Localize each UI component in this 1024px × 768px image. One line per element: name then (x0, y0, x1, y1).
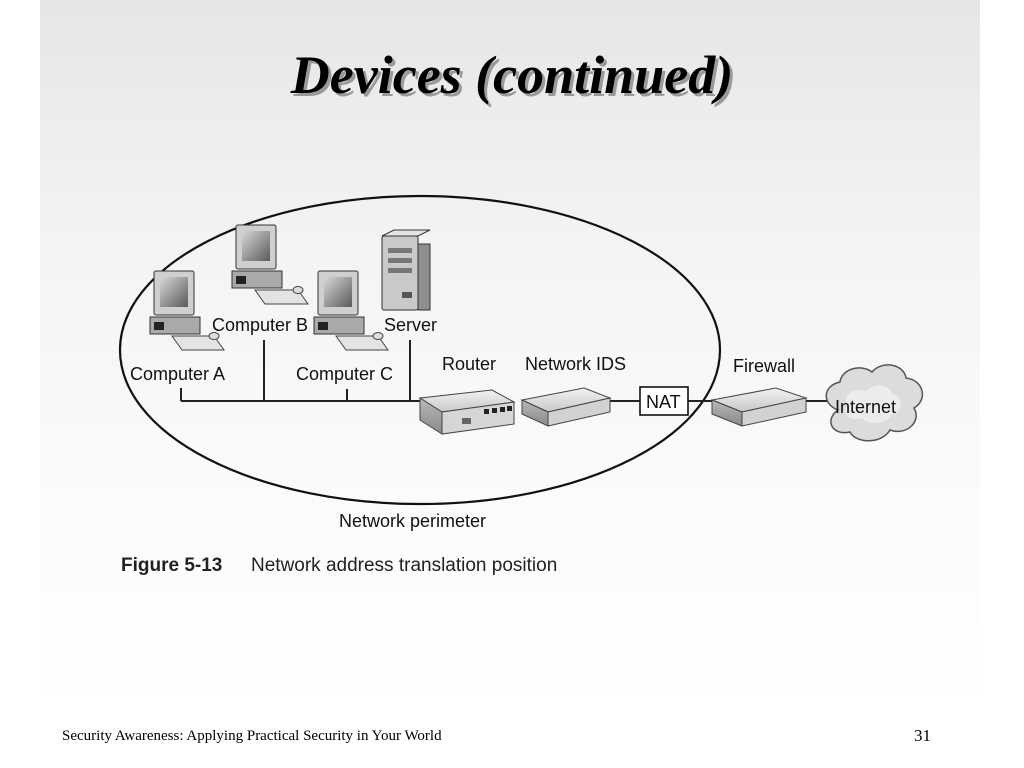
router-label: Router (442, 354, 496, 374)
slide-footer: Security Awareness: Applying Practical S… (62, 728, 442, 744)
internet-cloud-icon (825, 364, 924, 442)
computer-a-icon (149, 270, 225, 351)
firewall-label: Firewall (733, 356, 795, 376)
nat-box (639, 386, 689, 416)
server-icon (381, 229, 431, 311)
internet-label: Internet (835, 397, 896, 417)
computer-c-label: Computer C (296, 364, 393, 384)
network-perimeter-boundary (118, 194, 722, 506)
slide-title: Devices (continued) (290, 45, 734, 105)
page-number: 31 (914, 726, 931, 745)
network-perimeter-label: Network perimeter (339, 511, 486, 531)
slide-background (40, 0, 980, 712)
firewall-icon (710, 387, 808, 427)
computer-a-label: Computer A (130, 364, 225, 384)
computer-b-label: Computer B (212, 315, 308, 335)
server-label: Server (384, 315, 437, 335)
network-ids-label: Network IDS (525, 354, 626, 374)
figure-caption: Network address translation position (251, 555, 557, 576)
nat-label: NAT (646, 392, 681, 412)
network-ids-icon (520, 387, 612, 427)
figure-number: Figure 5-13 (121, 555, 222, 576)
router-icon (418, 389, 516, 435)
computer-b-icon (231, 224, 309, 305)
computer-c-icon (313, 270, 389, 351)
network-links (180, 340, 828, 402)
